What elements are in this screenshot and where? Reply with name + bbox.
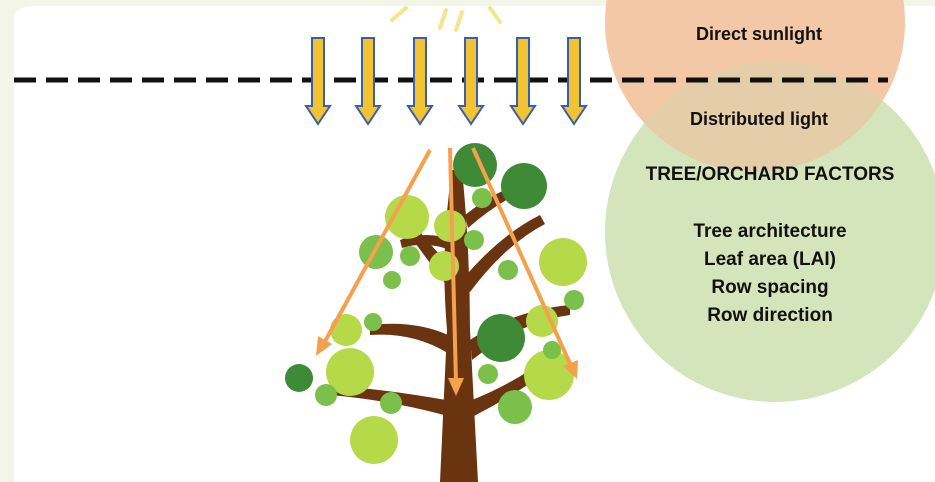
distribution-arrows: [316, 147, 578, 396]
distribution-arrow-right: [471, 147, 573, 367]
leaf: [472, 188, 492, 208]
down-arrow-icon: [304, 37, 332, 126]
leaf: [478, 364, 498, 384]
down-arrow-icon: [560, 37, 588, 126]
leaf: [498, 390, 532, 424]
leaf: [385, 195, 429, 239]
leaf: [326, 348, 374, 396]
leaf: [539, 238, 587, 286]
leaf: [564, 290, 584, 310]
leaf: [380, 392, 402, 414]
tree-icon: [285, 143, 587, 482]
sunlight-arrows: [304, 37, 588, 126]
leaf: [543, 341, 561, 359]
leaf: [501, 163, 547, 209]
leaf: [364, 313, 382, 331]
leaf: [315, 384, 337, 406]
distribution-arrowhead-left: [316, 336, 332, 356]
leaf: [330, 314, 362, 346]
leaf: [400, 246, 420, 266]
down-arrow-icon: [406, 37, 434, 126]
leaf: [464, 230, 484, 250]
down-arrow-icon: [509, 37, 537, 126]
sun-ray-icon: [390, 6, 502, 32]
leaf: [524, 350, 574, 400]
distribution-arrow-left: [321, 149, 432, 346]
distribution-arrowhead-center: [448, 378, 464, 396]
leaf: [498, 260, 518, 280]
leaf: [526, 305, 558, 337]
leaf: [383, 271, 401, 289]
leaf: [477, 314, 525, 362]
distribution-arrowhead-right: [563, 360, 578, 379]
leaf: [350, 416, 398, 464]
down-arrow-icon: [354, 37, 382, 126]
down-arrow-icon: [457, 37, 485, 126]
leaf: [285, 364, 313, 392]
distribution-arrow-center: [448, 147, 458, 383]
